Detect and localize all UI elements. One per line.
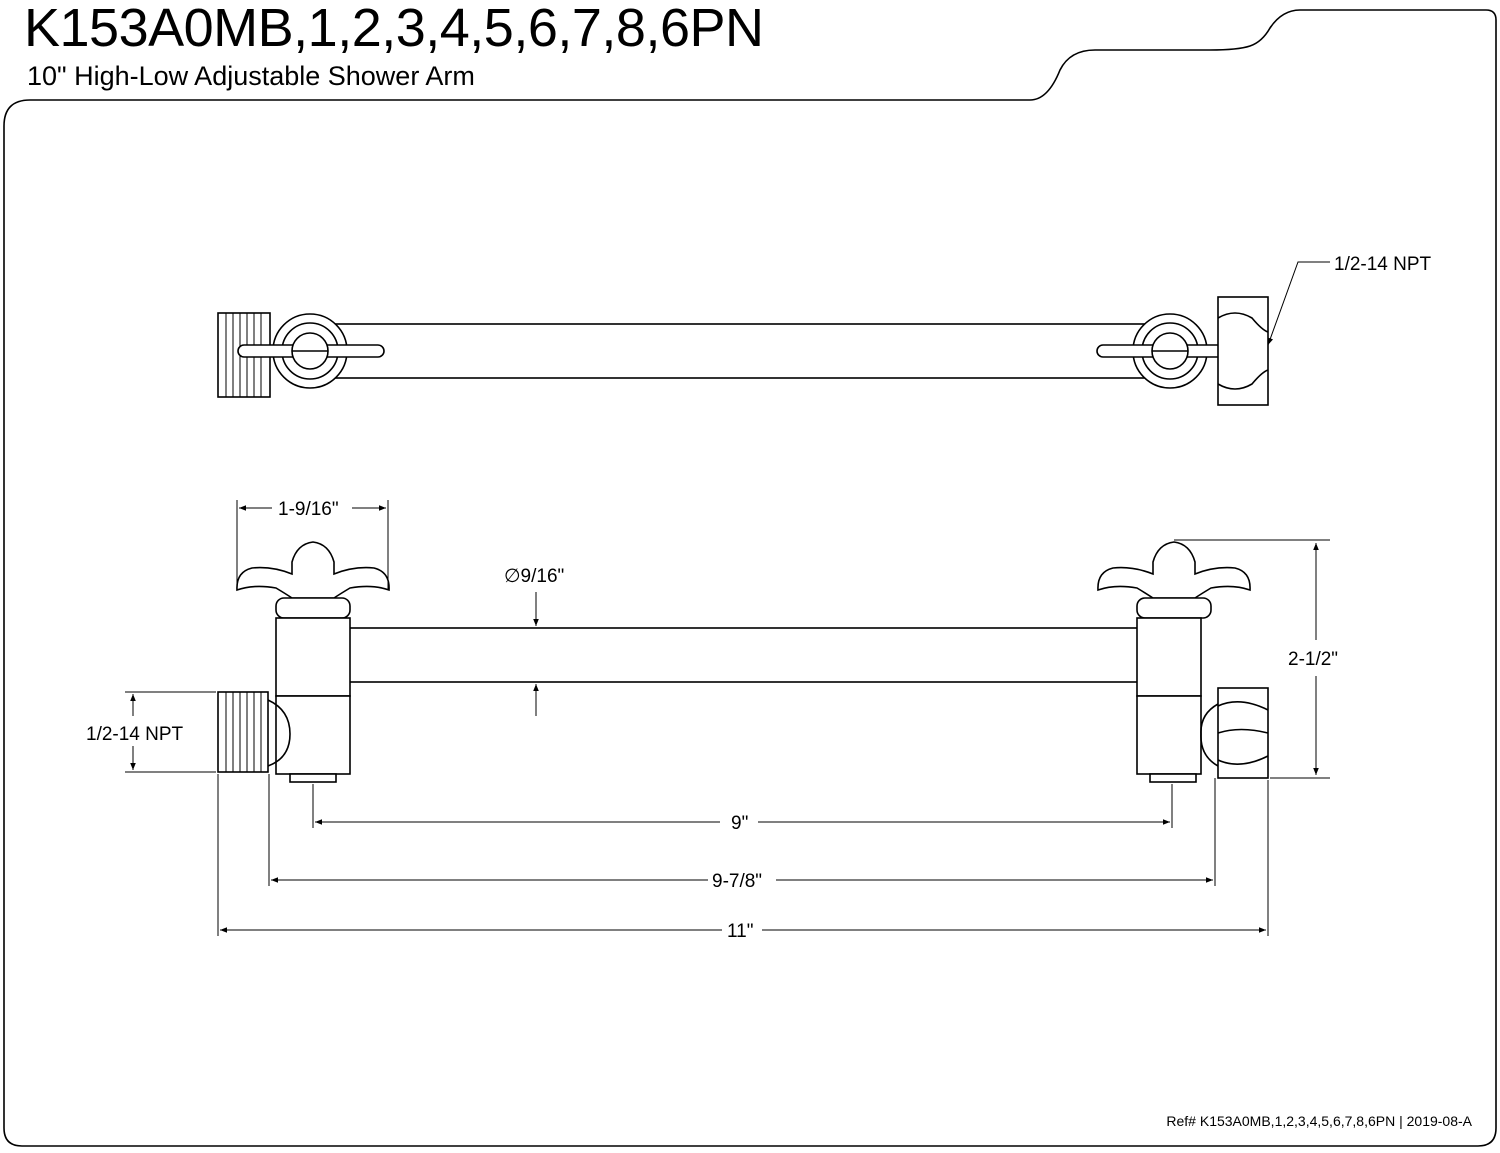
left-knob	[236, 541, 390, 599]
top-view-pipe	[317, 323, 1179, 379]
dim-height: 2-1/2"	[1174, 539, 1338, 779]
dim-length-overall-label: 11"	[727, 921, 753, 942]
dim-length-inner: 9"	[312, 784, 1173, 834]
dim-height-label: 2-1/2"	[1288, 649, 1338, 670]
top-view-left-joint	[237, 313, 385, 389]
page-subtitle: 10" High-Low Adjustable Shower Arm	[27, 61, 475, 91]
right-knob	[1097, 541, 1251, 599]
reference-footer: Ref# K153A0MB,1,2,3,4,5,6,7,8,6PN | 2019…	[1166, 1113, 1472, 1129]
top-npt-leader	[1267, 261, 1330, 346]
dim-length-overall: 11"	[217, 774, 1269, 942]
dim-diameter-label: ∅9/16"	[504, 566, 564, 587]
top-view-right-joint	[1096, 313, 1244, 389]
front-view-right-assembly	[1097, 541, 1269, 783]
dim-left-npt: 1/2-14 NPT	[86, 691, 216, 773]
dim-length-inner-label: 9"	[731, 813, 748, 834]
dim-knob-width: 1-9/16"	[236, 499, 389, 590]
left-npt-label: 1/2-14 NPT	[86, 724, 184, 745]
front-view: 1-9/16" ∅9/16" 2-1/2"	[86, 499, 1338, 942]
top-npt-label: 1/2-14 NPT	[1334, 254, 1432, 275]
front-view-left-assembly	[217, 541, 390, 783]
page-title: K153A0MB,1,2,3,4,5,6,7,8,6PN	[24, 0, 764, 58]
dim-length-mid-label: 9-7/8"	[712, 871, 762, 892]
front-view-pipe	[333, 627, 1155, 683]
drawing-border	[3, 9, 1497, 1147]
dim-length-mid: 9-7/8"	[268, 774, 1216, 892]
dim-knob-width-label: 1-9/16"	[278, 499, 339, 520]
dim-diameter: ∅9/16"	[504, 566, 564, 716]
top-view: 1/2-14 NPT	[217, 254, 1432, 406]
top-view-right-nut	[1217, 296, 1269, 406]
